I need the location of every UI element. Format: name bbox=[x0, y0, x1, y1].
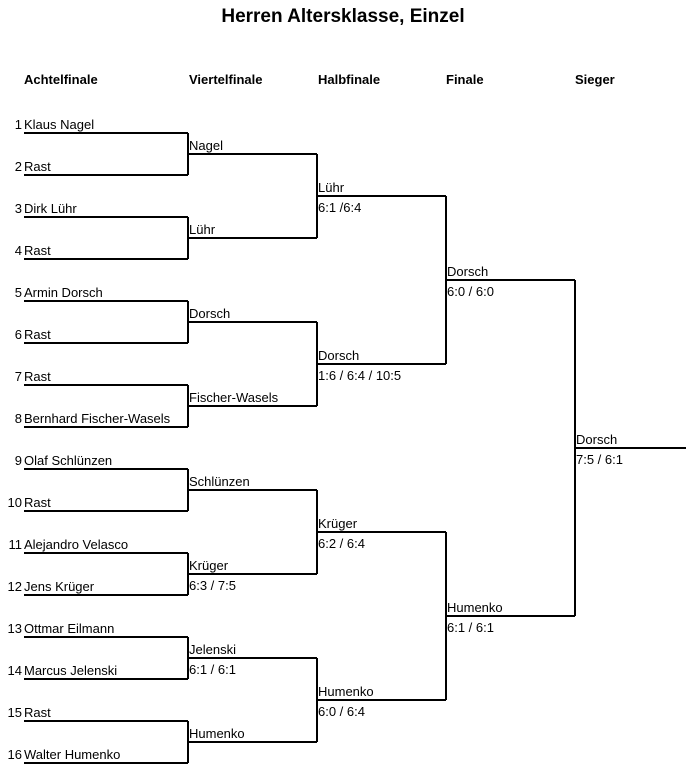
round-header-sieger: Sieger bbox=[575, 72, 615, 87]
entrant-name: Armin Dorsch bbox=[24, 285, 103, 300]
entrant-name: Rast bbox=[24, 243, 51, 258]
quarterfinal-winner: Lühr bbox=[189, 222, 216, 237]
entrant-name: Dirk Lühr bbox=[24, 201, 77, 216]
entrant-name: Marcus Jelenski bbox=[24, 663, 118, 678]
quarterfinal-winner: Fischer-Wasels bbox=[189, 390, 279, 405]
quarterfinal-winner: Humenko bbox=[189, 726, 245, 741]
entrant-seed: 2 bbox=[14, 159, 22, 174]
entrant-seed: 7 bbox=[14, 369, 22, 384]
entrant-seed: 6 bbox=[14, 327, 22, 342]
quarterfinal-winner: Schlünzen bbox=[189, 474, 250, 489]
semifinal-winner: Dorsch bbox=[318, 348, 360, 363]
quarterfinal-score: 6:1 / 6:1 bbox=[189, 662, 236, 677]
entrant-seed: 4 bbox=[14, 243, 22, 258]
entrant-name: Rast bbox=[24, 705, 51, 720]
quarterfinal-winner: Jelenski bbox=[189, 642, 236, 657]
final-score: 6:0 / 6:0 bbox=[447, 284, 494, 299]
entrant-seed: 15 bbox=[7, 705, 22, 720]
final-winner: Humenko bbox=[447, 600, 503, 615]
semifinal-winner: Krüger bbox=[318, 516, 358, 531]
quarterfinal-winner: Nagel bbox=[189, 138, 223, 153]
semifinal-score: 6:1 /6:4 bbox=[318, 200, 362, 215]
final-winner: Dorsch bbox=[447, 264, 489, 279]
entrant-name: Walter Humenko bbox=[24, 747, 121, 762]
quarterfinal-score: 6:3 / 7:5 bbox=[189, 578, 236, 593]
entrant-seed: 16 bbox=[7, 747, 22, 762]
entrant-seed: 1 bbox=[14, 117, 22, 132]
round-header-viertelfinale: Viertelfinale bbox=[189, 72, 263, 87]
entrant-seed: 8 bbox=[14, 411, 22, 426]
entrant-seed: 10 bbox=[7, 495, 22, 510]
bracket-title: Herren Altersklasse, Einzel bbox=[221, 6, 465, 27]
entrant-name: Ottmar Eilmann bbox=[24, 621, 115, 636]
round-header-achtelfinale: Achtelfinale bbox=[24, 72, 98, 87]
entrant-name: Rast bbox=[24, 369, 51, 384]
entrant-seed: 14 bbox=[7, 663, 22, 678]
entrant-name: Bernhard Fischer-Wasels bbox=[24, 411, 171, 426]
entrant-name: Klaus Nagel bbox=[24, 117, 95, 132]
entrant-name: Rast bbox=[24, 495, 51, 510]
entrant-name: Jens Krüger bbox=[24, 579, 95, 594]
entrant-name: Olaf Schlünzen bbox=[24, 453, 113, 468]
champion-name: Dorsch bbox=[576, 432, 618, 447]
round-header-finale: Finale bbox=[446, 72, 484, 87]
semifinal-score: 6:0 / 6:4 bbox=[318, 704, 365, 719]
semifinal-winner: Lühr bbox=[318, 180, 345, 195]
entrant-seed: 9 bbox=[14, 453, 22, 468]
quarterfinal-winner: Krüger bbox=[189, 558, 229, 573]
entrant-seed: 3 bbox=[14, 201, 22, 216]
entrant-seed: 12 bbox=[7, 579, 22, 594]
champion-score: 7:5 / 6:1 bbox=[576, 452, 623, 467]
entrant-name: Rast bbox=[24, 327, 51, 342]
entrant-name: Rast bbox=[24, 159, 51, 174]
semifinal-score: 6:2 / 6:4 bbox=[318, 536, 365, 551]
entrant-seed: 5 bbox=[14, 285, 22, 300]
round-header-halbfinale: Halbfinale bbox=[318, 72, 381, 87]
entrant-name: Alejandro Velasco bbox=[24, 537, 129, 552]
semifinal-winner: Humenko bbox=[318, 684, 374, 699]
quarterfinal-winner: Dorsch bbox=[189, 306, 231, 321]
entrant-seed: 13 bbox=[7, 621, 22, 636]
entrant-seed: 11 bbox=[8, 537, 23, 552]
semifinal-score: 1:6 / 6:4 / 10:5 bbox=[318, 368, 402, 383]
final-score: 6:1 / 6:1 bbox=[447, 620, 494, 635]
